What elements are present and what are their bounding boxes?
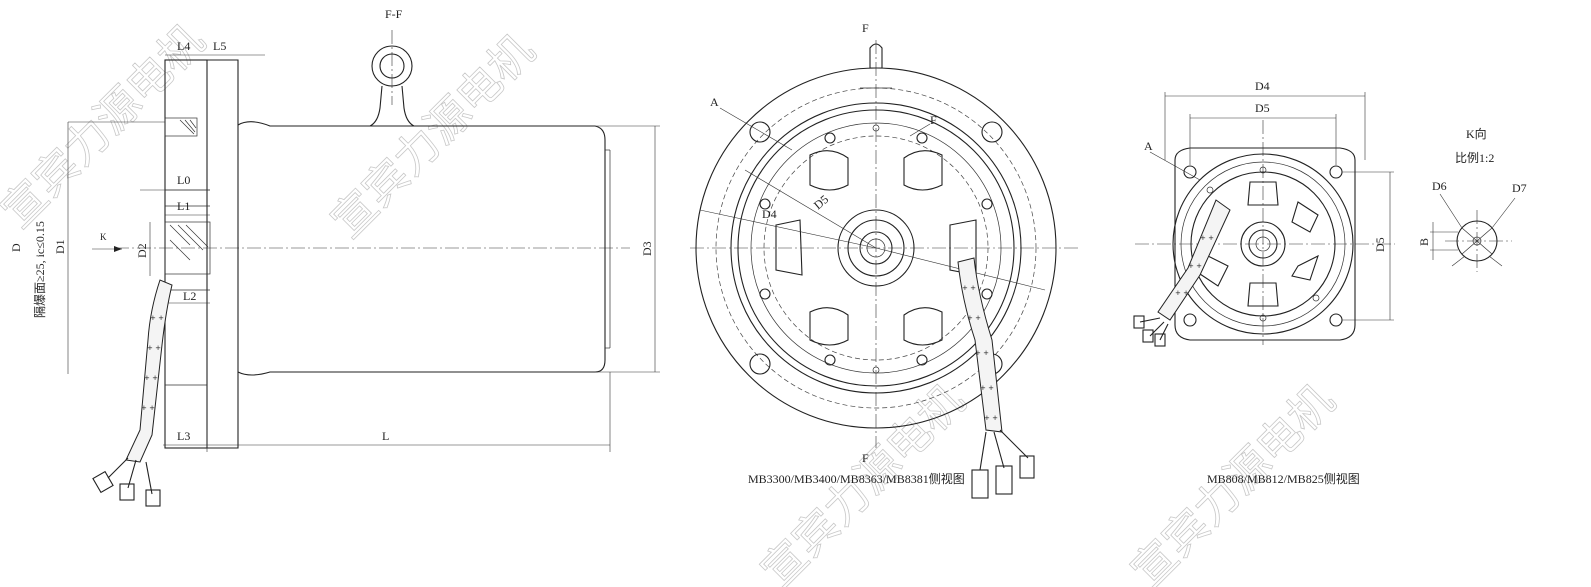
small-label-D5-top: D5 — [1255, 101, 1270, 115]
k-label-D6: D6 — [1432, 179, 1447, 193]
k-label-B: B — [1417, 238, 1431, 246]
svg-text:+ +: + + — [141, 404, 155, 412]
dim-D2: D2 — [135, 243, 149, 258]
front-view-large: F F F A D4 D5 + + + + + + + + + + MB3300… — [690, 21, 1080, 499]
dim-L0: L0 — [177, 173, 190, 187]
small-label-D4: D4 — [1255, 79, 1270, 93]
svg-text:+ +: + + — [1175, 289, 1189, 297]
cable-large: + + + + + + + + + + — [957, 257, 1035, 499]
small-label-D5-side: D5 — [1373, 237, 1387, 252]
section-label: F-F — [385, 7, 403, 21]
k-arrow-label: K — [100, 232, 107, 242]
svg-text:+ +: + + — [150, 314, 164, 322]
side-view: F-F L4 L5 L0 L1 L2 L3 L D 隔爆面≥25, ic≤0.1… — [9, 7, 660, 507]
dim-L2: L2 — [183, 289, 196, 303]
k-label-D7: D7 — [1512, 181, 1527, 195]
svg-text:+ +: + + — [984, 414, 998, 422]
svg-text:+ +: + + — [1188, 262, 1202, 270]
svg-text:+ +: + + — [1200, 234, 1214, 242]
watermark-group: 宣宾力源电机 宣宾力源电机 宣宾力源电机 宣宾力源电机 — [0, 15, 1345, 587]
svg-text:+ +: + + — [975, 349, 989, 357]
watermark: 宣宾力源电机 — [322, 25, 545, 248]
label-D5: D5 — [811, 192, 831, 212]
k-view-scale: 比例1:2 — [1455, 151, 1494, 165]
flame-note: 隔爆面≥25, ic≤0.15 — [33, 221, 47, 318]
svg-text:+ +: + + — [144, 374, 158, 382]
cable-small: + + + + + + — [1133, 199, 1231, 347]
lifting-eye — [369, 30, 415, 127]
label-F-bottom: F — [862, 451, 869, 465]
dim-L5: L5 — [213, 39, 226, 53]
dim-L4: L4 — [177, 39, 190, 53]
dim-D3: D3 — [640, 241, 654, 256]
dim-L: L — [382, 429, 389, 443]
dim-D1: D1 — [53, 239, 67, 254]
dim-D: D — [9, 243, 23, 252]
dim-L1: L1 — [177, 199, 190, 213]
caption-large: MB3300/MB3400/MB8363/MB8381侧视图 — [748, 471, 965, 486]
label-F-right: F — [930, 113, 937, 127]
label-F-top: F — [862, 21, 869, 35]
svg-text:+ +: + + — [147, 344, 161, 352]
svg-text:+ +: + + — [967, 314, 981, 322]
k-view: K向 比例1:2 D6 D7 B — [1417, 126, 1527, 272]
svg-text:+ +: + + — [980, 384, 994, 392]
svg-text:+ +: + + — [962, 284, 976, 292]
k-view-title: K向 — [1466, 126, 1487, 141]
label-D4: D4 — [762, 207, 777, 221]
caption-small: MB808/MB812/MB825侧视图 — [1207, 471, 1360, 486]
dim-L3: L3 — [177, 429, 190, 443]
front-view-small: D4 D5 D5 A + + + + + + MB808/MB812/MB825… — [1133, 79, 1395, 486]
small-label-A: A — [1144, 139, 1153, 153]
label-A: A — [710, 95, 719, 109]
cable-side: + + + + + + + + — [92, 279, 173, 507]
